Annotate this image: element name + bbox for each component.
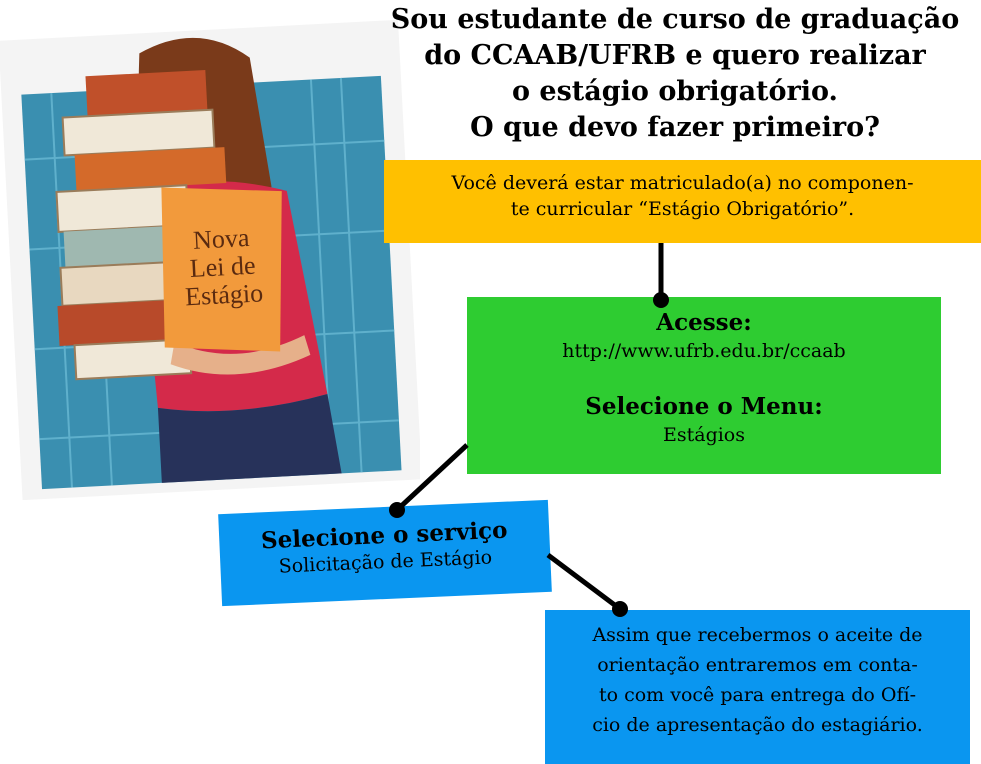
book-label-line3: Estágio [184,278,263,311]
poster-illustration: Nova Lei de Estágio [0,19,420,500]
connector-dot-3 [612,601,628,617]
book-label-line1: Nova [192,223,250,255]
title-line-1: Sou estudante de curso de graduação [390,4,960,35]
book-cover [161,187,282,352]
step-access-box: Acesse: http://www.ufrb.edu.br/ccaab Sel… [467,297,941,474]
menu-title: Selecione o Menu: [585,393,823,420]
connector-3-4 [546,553,622,611]
step1-line-2: te curricular “Estágio Obrigatório”. [510,198,855,220]
title-line-4: O que devo fazer primeiro? [470,112,880,143]
step4-line-2: orientação entraremos em conta- [597,654,918,676]
connector-2-3 [395,443,469,512]
menu-item-estagios: Estágios [662,424,745,446]
book-stack [55,69,227,381]
title-line-2: do CCAAB/UFRB e quero realizar [424,40,926,71]
jeans [157,394,342,483]
arm [170,335,311,375]
step4-line-3: to com você para entrega do Ofí- [598,684,916,706]
step4-line-4: cio de apresentação do estagiário. [592,714,923,736]
connector-dot-2 [389,502,405,518]
access-url-link[interactable]: http://www.ufrb.edu.br/ccaab [562,340,846,362]
step-contact-box: Assim que recebermos o aceite de orienta… [545,610,970,764]
connector-dot-1 [653,292,669,308]
step1-line-1: Você deverá estar matriculado(a) no comp… [451,172,914,194]
step-enrollment-box: Você deverá estar matriculado(a) no comp… [384,160,981,243]
book-label-line2: Lei de [189,251,256,283]
title-line-3: o estágio obrigatório. [512,76,838,107]
step4-line-1: Assim que recebermos o aceite de [592,624,923,646]
page-title: Sou estudante de curso de graduação do C… [380,2,970,146]
access-title: Acesse: [656,309,752,336]
